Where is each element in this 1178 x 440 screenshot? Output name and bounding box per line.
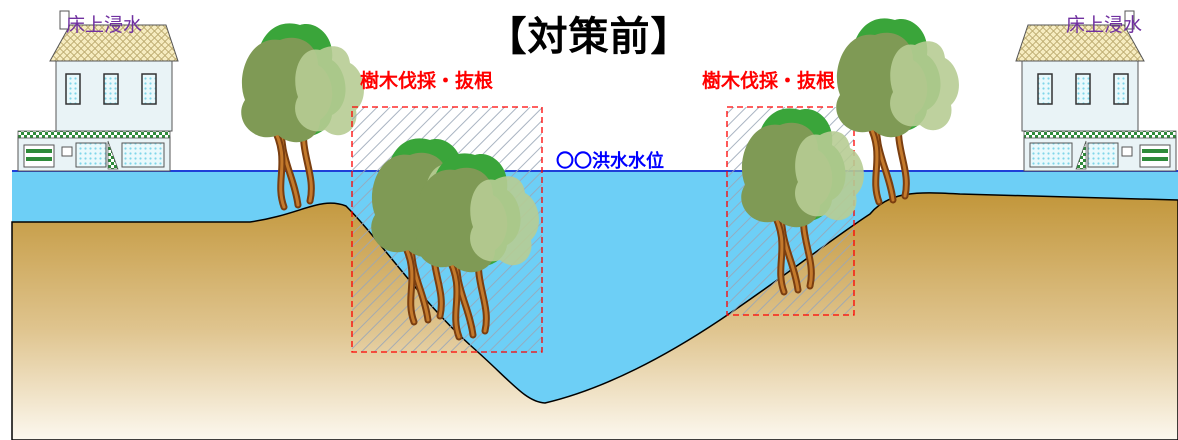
tree-removal-label-right: 樹木伐採・抜根: [702, 70, 836, 92]
diagram-title: 【対策前】: [486, 14, 692, 60]
flood-label-right: 床上浸水: [1066, 14, 1143, 36]
tree-removal-label-left: 樹木伐採・抜根: [360, 70, 494, 92]
flood-label-left: 床上浸水: [66, 14, 143, 36]
riverbank-ground: [11, 192, 1178, 440]
flood-level-label: 〇〇洪水水位: [556, 151, 664, 172]
